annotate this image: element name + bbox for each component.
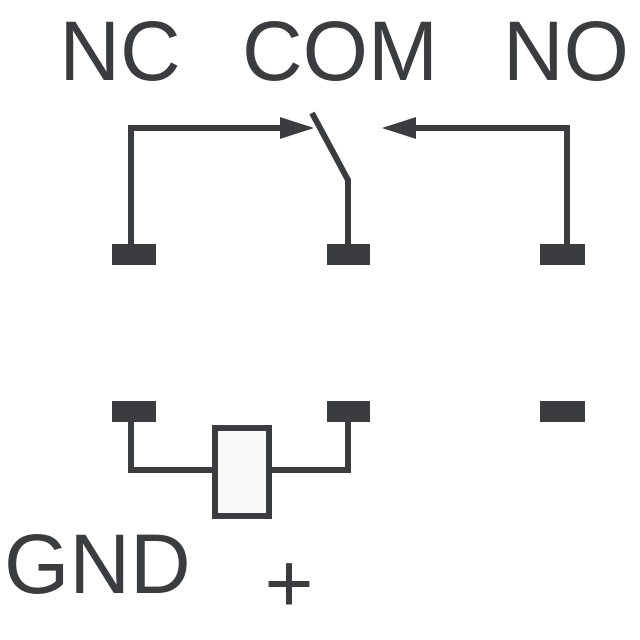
coil-left-wire <box>128 420 216 473</box>
relay-coil <box>212 425 272 519</box>
unused-pin <box>540 401 585 422</box>
no-pin <box>540 244 585 265</box>
nc-arrow-icon <box>280 117 314 139</box>
nc-label: NC <box>59 4 180 98</box>
coil-right-wire <box>268 420 351 473</box>
com-label: COM <box>242 4 438 98</box>
plus-pin <box>327 401 370 422</box>
no-label: NO <box>503 4 629 98</box>
gnd-pin <box>112 401 156 422</box>
com-switch-arm <box>309 111 351 248</box>
nc-pin <box>112 244 156 265</box>
nc-contact-line <box>128 125 290 248</box>
no-arrow-icon <box>382 117 416 139</box>
no-contact-line <box>410 125 570 248</box>
com-pin <box>327 244 370 265</box>
gnd-label: GND <box>4 517 191 611</box>
plus-label: + <box>264 536 313 630</box>
